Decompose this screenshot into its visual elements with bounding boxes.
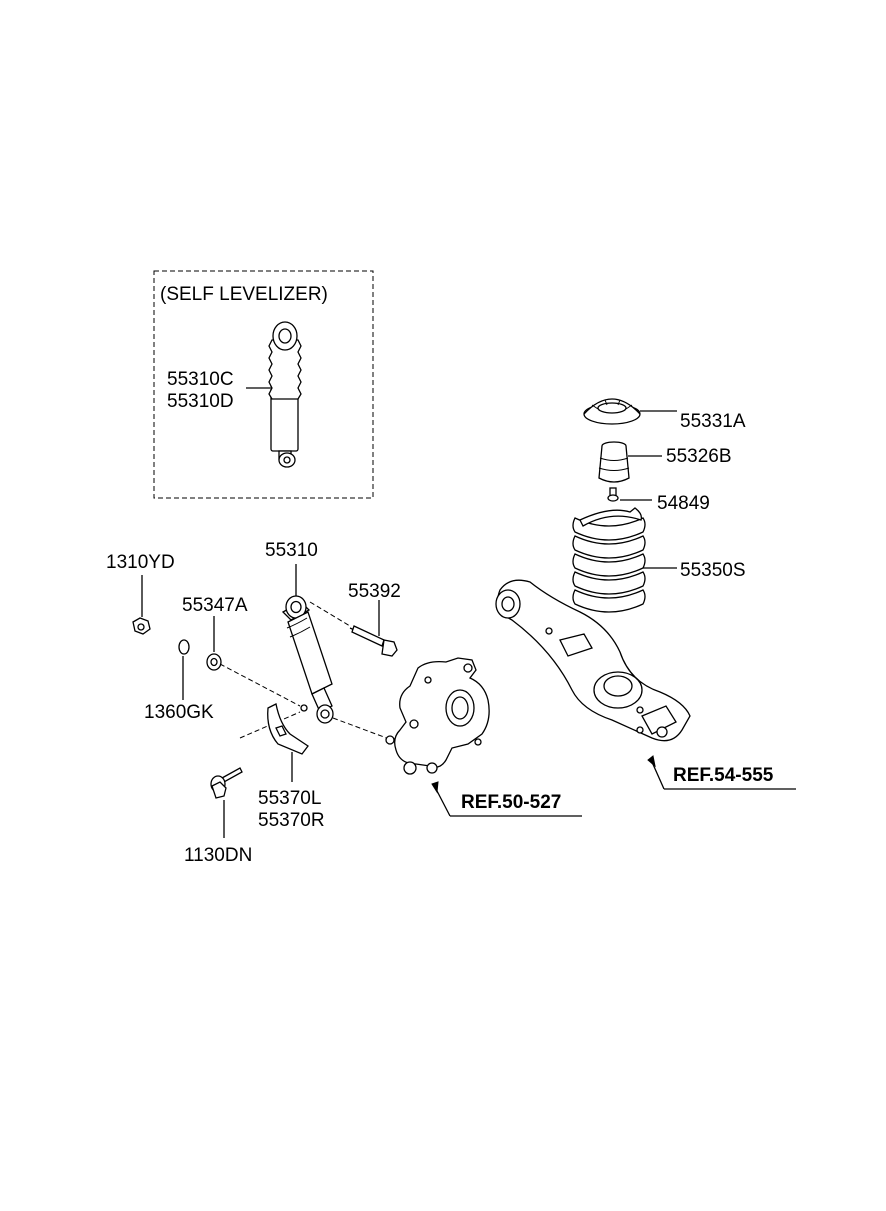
label-55310: 55310: [265, 540, 318, 561]
label-55350S: 55350S: [680, 560, 746, 581]
self-levelizer-box: [153, 270, 374, 499]
self-levelizer-title: (SELF LEVELIZER): [160, 284, 328, 305]
small-bolt: [607, 487, 619, 502]
label-55392: 55392: [348, 581, 401, 602]
label-55347A: 55347A: [182, 595, 248, 616]
label-55310C: 55310C: [167, 369, 234, 390]
label-1130DN: 1130DN: [184, 845, 252, 866]
label-55331A: 55331A: [680, 411, 746, 432]
label-55326B: 55326B: [666, 446, 732, 467]
rear-knuckle: [385, 657, 490, 775]
shock-absorber: [281, 595, 334, 724]
label-1310YD: 1310YD: [106, 552, 175, 573]
ref-lower-arm: REF.54-555: [673, 765, 774, 786]
bump-stopper: [598, 441, 630, 483]
label-55310D: 55310D: [167, 391, 234, 412]
washer-ring: [178, 639, 190, 655]
hex-nut: [132, 617, 151, 635]
label-55370L: 55370L: [258, 788, 321, 809]
lower-control-arm: [495, 579, 691, 742]
label-54849: 54849: [657, 493, 710, 514]
coil-spring: [572, 507, 646, 613]
label-55370R: 55370R: [258, 810, 325, 831]
flat-washer: [206, 653, 222, 671]
flange-bolt: [210, 767, 243, 799]
shock-bracket: [267, 703, 309, 755]
self-levelizer-shock-absorber: [268, 321, 302, 468]
ref-knuckle: REF.50-527: [461, 792, 561, 813]
label-1360GK: 1360GK: [144, 702, 214, 723]
spring-upper-seat: [583, 398, 641, 425]
long-bolt: [349, 625, 398, 657]
